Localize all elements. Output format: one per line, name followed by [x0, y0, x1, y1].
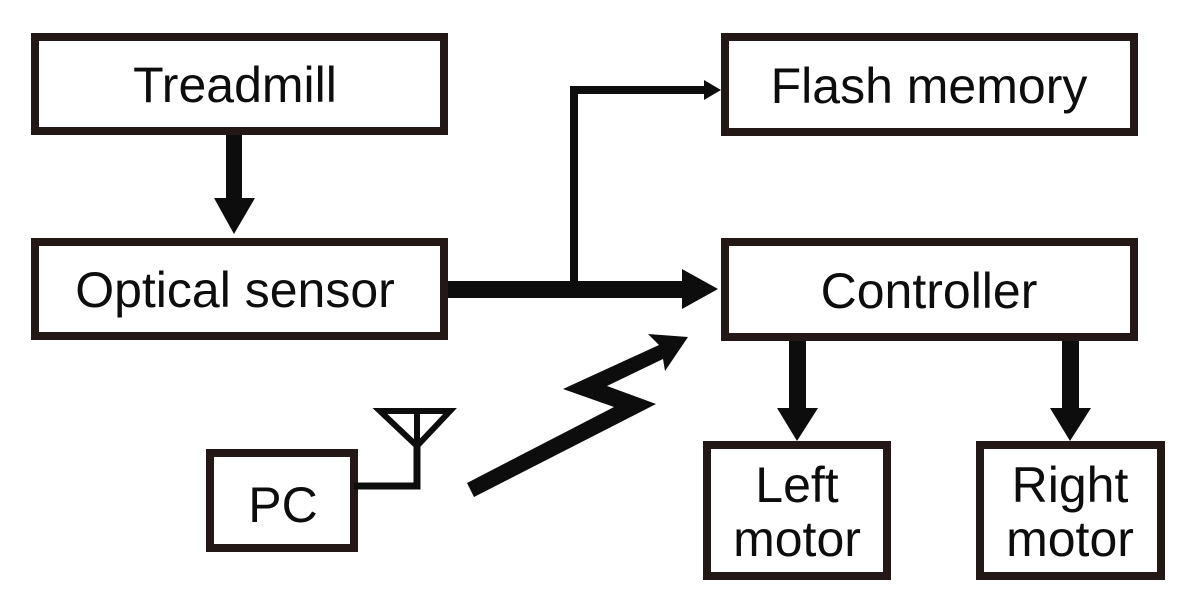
optical-sensor-label: Optical sensor: [75, 262, 395, 318]
antenna-icon: [354, 408, 457, 490]
controller-box: [721, 238, 1138, 341]
treadmill-label: Treadmill: [133, 57, 337, 113]
arrow-optical-sensor-to-controller: [448, 269, 718, 309]
left-motor-label-line1: Left: [755, 457, 839, 513]
optical-sensor-node: Optical sensor: [31, 238, 448, 340]
arrow-controller-to-right-motor: [1050, 341, 1091, 441]
optical-sensor-box: [31, 238, 448, 340]
arrow-shaft: [1062, 341, 1079, 409]
controller-node: Controller: [721, 238, 1138, 341]
flash-memory-node: Flash memory: [721, 33, 1138, 136]
pc-to-antenna-connector: [354, 446, 421, 490]
arrow-shaft: [448, 281, 684, 298]
left-motor-node: Left motor: [703, 441, 891, 580]
arrow-shaft: [226, 135, 242, 199]
arrow-treadmill-to-optical-sensor: [214, 135, 255, 234]
treadmill-node: Treadmill: [31, 33, 448, 135]
pc-box: [206, 449, 358, 552]
right-motor-box: [976, 441, 1165, 580]
branch-vertical: [570, 86, 578, 283]
right-motor-label-line2: motor: [1006, 511, 1134, 567]
wireless-lightning-arrow-icon: [467, 334, 688, 497]
flash-memory-label: Flash memory: [771, 58, 1088, 114]
right-motor-label-line1: Right: [1012, 457, 1129, 513]
left-motor-label-line2: motor: [733, 511, 861, 567]
arrow-shaft: [789, 341, 806, 409]
flash-memory-box: [721, 33, 1138, 136]
arrow-optical-sensor-to-flash-memory: [570, 80, 721, 283]
pc-label: PC: [248, 477, 317, 533]
left-motor-box: [703, 441, 891, 580]
right-motor-node: Right motor: [976, 441, 1165, 580]
pc-node: PC: [206, 449, 358, 552]
arrow-controller-to-left-motor: [777, 341, 818, 441]
arrow-head: [1050, 408, 1091, 441]
controller-label: Controller: [821, 263, 1038, 319]
arrow-head: [704, 80, 721, 100]
branch-horizontal: [570, 86, 708, 94]
treadmill-box: [31, 33, 448, 135]
arrow-head: [214, 198, 255, 234]
arrow-head: [777, 408, 818, 441]
arrow-head: [682, 269, 718, 309]
